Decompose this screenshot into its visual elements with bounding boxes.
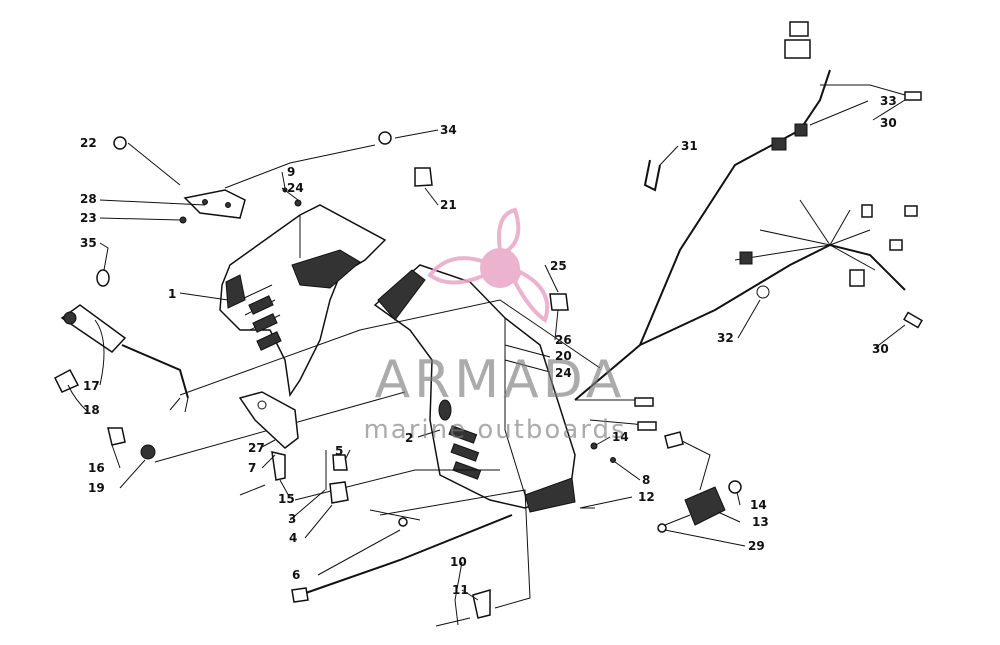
label-part-18: 18	[83, 403, 100, 417]
label-part-14a: 14	[612, 430, 629, 444]
label-part-5: 5	[335, 444, 343, 458]
label-part-20: 20	[555, 349, 572, 363]
label-part-30a: 30	[880, 116, 897, 130]
label-part-8: 8	[642, 473, 650, 487]
label-part-3: 3	[288, 512, 296, 526]
label-part-14b: 14	[750, 498, 767, 512]
label-part-16: 16	[88, 461, 105, 475]
wiring-harness	[574, 21, 923, 431]
label-part-28: 28	[80, 192, 97, 206]
ignition-switch-assembly	[54, 304, 189, 460]
label-part-31: 31	[681, 139, 698, 153]
label-part-19: 19	[88, 481, 105, 495]
label-part-11: 11	[452, 583, 469, 597]
label-part-30b: 30	[872, 342, 889, 356]
small-fasteners	[96, 131, 742, 627]
label-part-4: 4	[289, 531, 297, 545]
part-labels: 1 2 3 4 5 6 7 8 9 10 11 12 13 14 14 15 1…	[80, 94, 897, 597]
label-part-33: 33	[880, 94, 897, 108]
voltage-regulator	[657, 431, 726, 533]
mounting-bracket	[238, 391, 299, 449]
label-part-12: 12	[638, 490, 655, 504]
callout-leaders	[67, 99, 906, 626]
label-part-35: 35	[80, 236, 97, 250]
label-part-26: 26	[555, 333, 572, 347]
label-part-1: 1	[168, 287, 176, 301]
label-part-15: 15	[278, 492, 295, 506]
watermark-brand: ARMADA	[375, 350, 626, 410]
label-part-13: 13	[752, 515, 769, 529]
label-part-7: 7	[248, 461, 256, 475]
label-part-17: 17	[83, 379, 100, 393]
watermark: ARMADA marine outboards	[363, 207, 626, 445]
ground-wire	[291, 514, 513, 603]
label-part-10: 10	[450, 555, 467, 569]
label-part-32: 32	[717, 331, 734, 345]
label-part-23: 23	[80, 211, 97, 225]
side-panel	[373, 264, 576, 513]
propeller-logo	[427, 207, 550, 324]
label-part-24a: 24	[287, 181, 304, 195]
watermark-tagline: marine outboards	[363, 415, 626, 445]
label-part-21: 21	[440, 198, 457, 212]
label-part-22: 22	[80, 136, 97, 150]
console-housing	[219, 204, 387, 398]
label-part-9: 9	[287, 165, 295, 179]
top-bracket	[183, 189, 246, 219]
label-part-27: 27	[248, 441, 265, 455]
label-part-6: 6	[292, 568, 300, 582]
label-part-2: 2	[405, 431, 413, 445]
label-part-24b: 24	[555, 366, 572, 380]
label-part-29: 29	[748, 539, 765, 553]
label-part-34: 34	[440, 123, 457, 137]
label-part-25: 25	[550, 259, 567, 273]
